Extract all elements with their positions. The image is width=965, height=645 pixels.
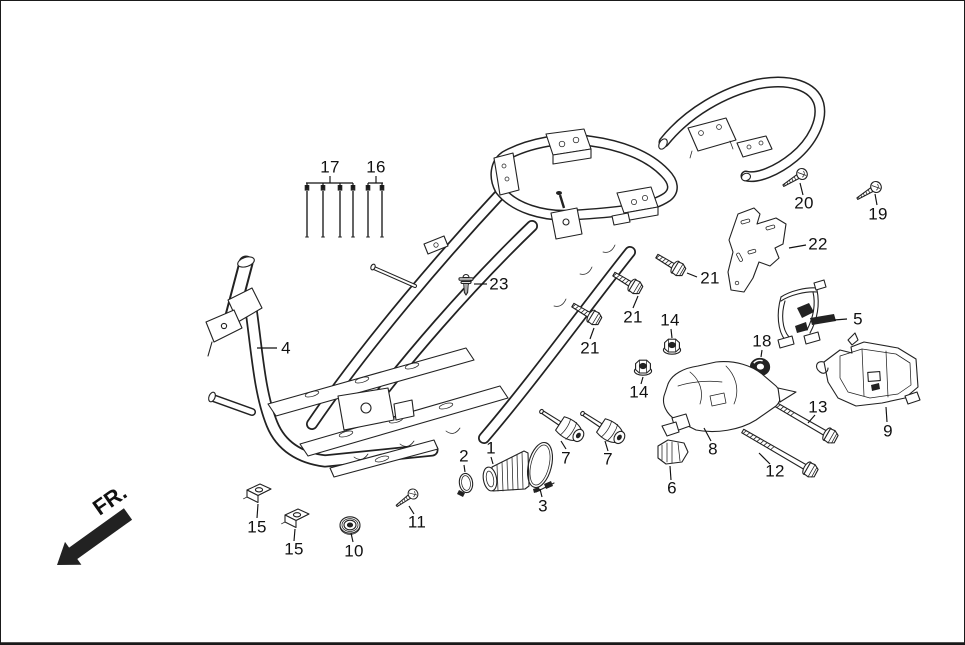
part-2-clamp bbox=[457, 472, 474, 497]
front-direction-indicator: FR. bbox=[57, 479, 133, 565]
part-15-clip-b bbox=[280, 508, 310, 529]
rear-carrier-illustration bbox=[658, 76, 826, 183]
part-22-plate-bracket bbox=[727, 207, 787, 293]
part-11-screw bbox=[393, 486, 421, 511]
part-12-bolt bbox=[738, 424, 821, 481]
part-15-clip-a bbox=[242, 483, 272, 504]
part-3-band-clamp bbox=[526, 441, 555, 493]
part-19-screw bbox=[853, 178, 884, 204]
part-5-wire-bracket bbox=[777, 279, 836, 349]
part-10-bushing bbox=[339, 516, 361, 535]
part-8-engine-bracket bbox=[661, 361, 797, 437]
frame-illustration bbox=[205, 128, 678, 478]
part-17-stud-pins bbox=[304, 184, 356, 238]
part-14-nut-b bbox=[633, 359, 653, 376]
part-21-bolt-a bbox=[652, 249, 688, 279]
part-9-battery-tray bbox=[815, 332, 921, 407]
part-7-bushing-b bbox=[575, 403, 630, 450]
leader-lines bbox=[256, 176, 888, 543]
part-7-bushing-a bbox=[534, 401, 589, 448]
front-arrow-icon bbox=[57, 508, 133, 565]
part-14-nut-a bbox=[662, 338, 682, 355]
part-16-stud-pins bbox=[365, 184, 385, 238]
part-1-intake-duct bbox=[482, 450, 530, 492]
part-6-wedge-mount bbox=[657, 439, 689, 465]
part-21-bolt-b bbox=[609, 267, 645, 297]
